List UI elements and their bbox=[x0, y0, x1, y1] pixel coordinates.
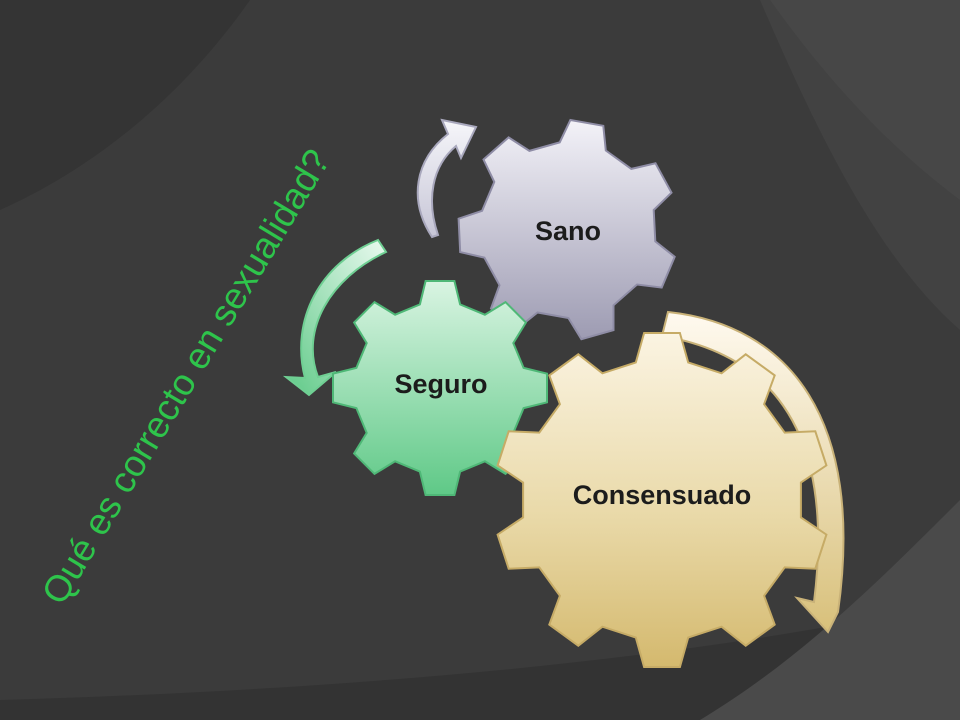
arrow-sano-icon bbox=[416, 118, 478, 239]
gear-label-seguro: Seguro bbox=[394, 369, 487, 399]
gear-label-sano: Sano bbox=[535, 216, 601, 246]
gear-label-consensuado: Consensuado bbox=[573, 480, 752, 510]
gear-sano-icon bbox=[457, 118, 676, 341]
gear-consensuado-icon bbox=[496, 332, 828, 668]
arrow-seguro-icon bbox=[282, 238, 388, 397]
gear-seguro-icon bbox=[332, 280, 548, 496]
gears-group bbox=[332, 118, 828, 668]
